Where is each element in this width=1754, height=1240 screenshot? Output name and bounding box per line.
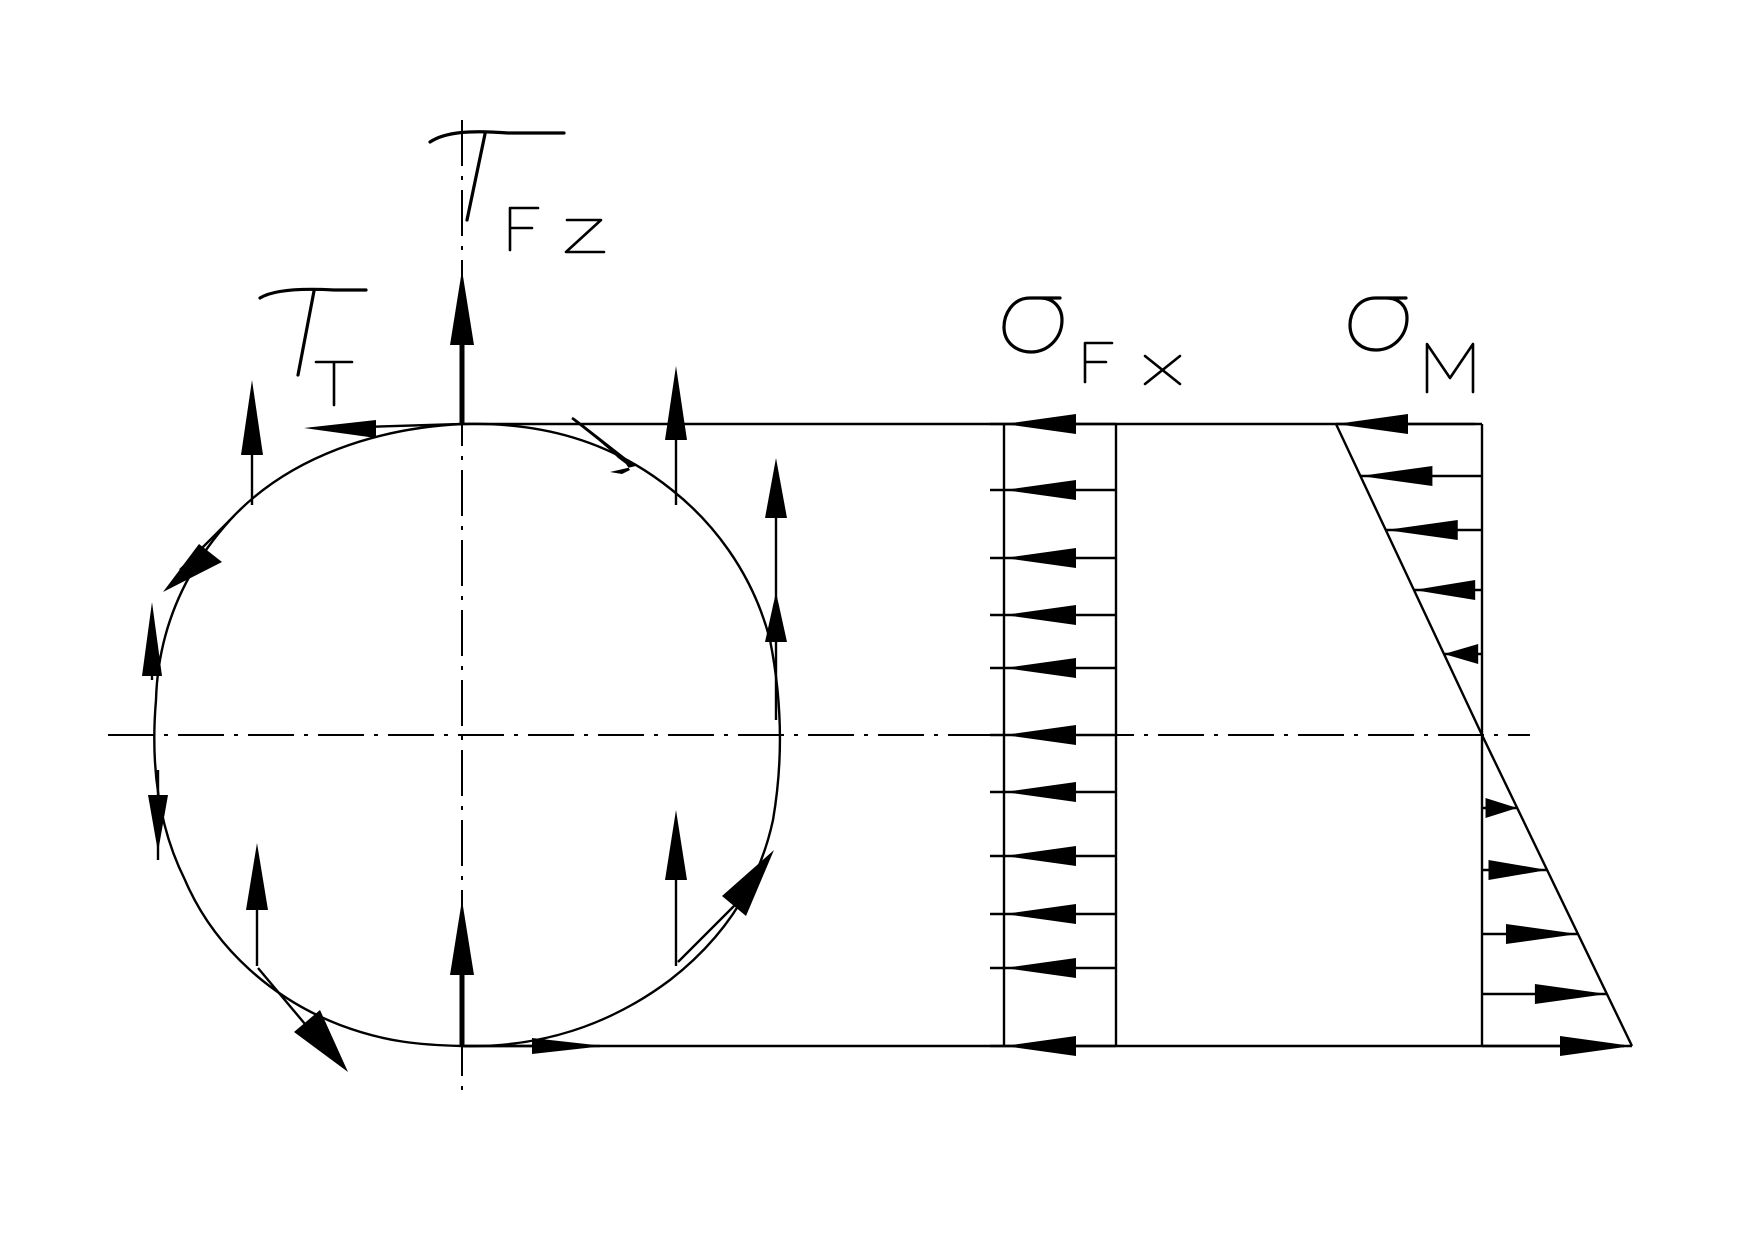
tau-fz-subscript-glyph bbox=[508, 206, 540, 252]
tau-fz-symbol-glyph bbox=[428, 130, 566, 144]
tau-t-arrow-shaft bbox=[257, 967, 311, 1031]
sigma-fx-arrow-head bbox=[1004, 605, 1076, 625]
sigma-m-symbol-glyph bbox=[1348, 296, 1409, 352]
label-tau-fz: τ Fz bbox=[428, 130, 606, 254]
tau-t-arrow-shaft bbox=[677, 899, 741, 963]
tau-fz-arrows bbox=[142, 270, 787, 1046]
tau-fz-arrow-head bbox=[665, 366, 687, 440]
sigma-m-diagram bbox=[1334, 414, 1634, 1056]
tau-fz-bottom-head bbox=[450, 900, 474, 975]
sigma-fx-symbol-glyph bbox=[1002, 296, 1064, 354]
tau-fz-arrow-head bbox=[241, 380, 263, 455]
tau-t-arrow-head bbox=[163, 544, 222, 592]
sigma-m-arrow-head bbox=[1360, 466, 1433, 486]
label-sigma-fx: σ Fx bbox=[1002, 296, 1182, 386]
sigma-m-arrow-head bbox=[1443, 644, 1479, 664]
sigma-fx-arrows bbox=[990, 414, 1116, 1056]
sigma-m-arrows bbox=[1336, 414, 1632, 1056]
sigma-fx-subscript-glyph bbox=[1083, 341, 1114, 384]
tau-fz-subscript-glyph bbox=[564, 218, 606, 254]
tau-fz-symbol-glyph bbox=[465, 132, 487, 222]
sigma-fx-arrow-head bbox=[1004, 846, 1076, 866]
tau-fz-arrow-head bbox=[665, 810, 687, 880]
tau-fz-arrow-head bbox=[765, 592, 787, 642]
cross-section bbox=[108, 120, 1530, 1098]
tau-t-arrow-head bbox=[532, 1038, 604, 1054]
label-sigma-fx-symbol: σ bbox=[1005, 349, 1006, 351]
label-sigma-fx-subscript: Fx bbox=[1080, 382, 1082, 384]
sigma-m-arrow-head bbox=[1488, 860, 1548, 880]
label-tau-t: τ T bbox=[258, 287, 368, 407]
label-tau-fz-symbol: τ bbox=[430, 199, 431, 201]
sigma-m-top-slope bbox=[1334, 423, 1484, 736]
sigma-fx-arrow-head bbox=[1004, 782, 1076, 802]
sigma-fx-arrow-head bbox=[1004, 1036, 1076, 1056]
tau-t-symbol-glyph bbox=[296, 289, 316, 377]
tau-t-arrow-head bbox=[304, 420, 376, 438]
sigma-fx-diagram bbox=[990, 414, 1118, 1056]
tau-fz-arrow-head bbox=[246, 843, 268, 910]
sigma-m-bottom-slope bbox=[1480, 734, 1634, 1047]
tau-t-arrow-head bbox=[294, 1010, 348, 1072]
tau-fz-arrow-head bbox=[765, 458, 787, 518]
sigma-fx-arrow-head bbox=[1004, 658, 1076, 678]
sigma-m-subscript-glyph bbox=[1425, 342, 1475, 394]
tau-t-subscript-glyph bbox=[314, 360, 354, 407]
sigma-fx-arrow-head bbox=[1004, 414, 1076, 434]
tau-t-symbol-glyph bbox=[258, 287, 368, 300]
tau-fz-arrow-head bbox=[142, 602, 162, 676]
tau-t-arrow-head bbox=[572, 416, 636, 474]
sigma-m-arrow-head bbox=[1385, 520, 1458, 540]
tau-fz-main-head bbox=[450, 270, 474, 345]
sigma-m-arrow-head bbox=[1336, 414, 1408, 434]
sigma-fx-arrow-head bbox=[1004, 480, 1076, 500]
tau-fz-arrow-head bbox=[148, 795, 168, 852]
label-sigma-m-symbol: σ bbox=[1350, 347, 1351, 349]
sigma-m-arrow-head bbox=[1505, 924, 1578, 944]
label-sigma-m: σ M bbox=[1348, 296, 1475, 394]
tau-t-arrows bbox=[163, 416, 774, 1072]
sigma-m-arrow-head bbox=[1534, 984, 1607, 1004]
sigma-fx-arrow-head bbox=[1004, 548, 1076, 568]
label-tau-t-subscript: T bbox=[316, 404, 317, 406]
sigma-fx-arrow-head bbox=[1004, 725, 1076, 745]
sigma-fx-subscript-glyph bbox=[1143, 354, 1182, 386]
sigma-m-arrow-head bbox=[1560, 1036, 1632, 1056]
sigma-m-arrow-head bbox=[1485, 798, 1518, 818]
tau-t-arrow-head bbox=[722, 850, 774, 916]
sigma-m-arrow-head bbox=[1413, 580, 1476, 600]
sigma-fx-arrow-head bbox=[1004, 904, 1076, 924]
sigma-fx-arrow-head bbox=[1004, 958, 1076, 978]
